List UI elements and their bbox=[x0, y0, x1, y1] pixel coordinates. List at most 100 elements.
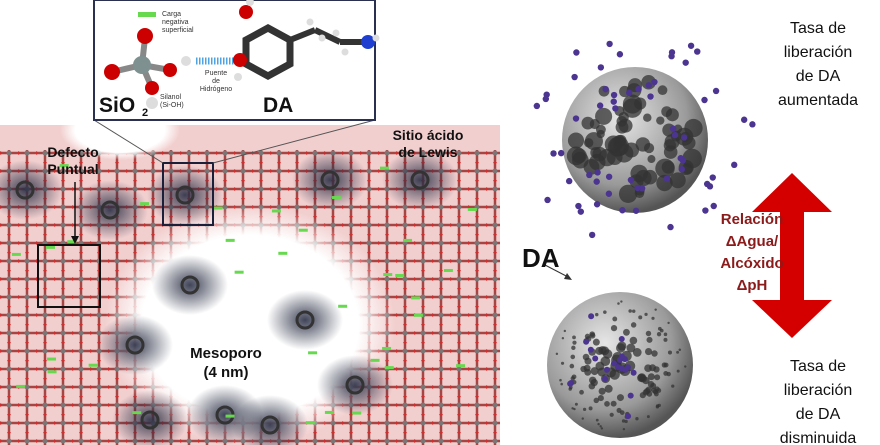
pore bbox=[632, 309, 636, 313]
dopamine-dot bbox=[702, 207, 709, 214]
da-label: DA bbox=[522, 243, 560, 273]
pore bbox=[661, 160, 675, 174]
pore bbox=[628, 309, 632, 313]
negative-charge-marker bbox=[88, 363, 98, 367]
negative-charge-marker bbox=[443, 268, 453, 272]
dopamine-dot bbox=[667, 223, 674, 231]
dopamine-dot bbox=[605, 173, 613, 180]
adsorbed-dopamine bbox=[0, 160, 63, 220]
pore bbox=[635, 417, 639, 421]
zoom-box bbox=[162, 162, 214, 226]
negative-charge-marker bbox=[352, 411, 362, 415]
pore bbox=[651, 350, 658, 357]
pore bbox=[571, 407, 574, 410]
pore bbox=[657, 326, 662, 331]
pore bbox=[618, 184, 638, 203]
dopamine-dot bbox=[647, 93, 654, 100]
pore bbox=[644, 364, 652, 373]
dopamine-dot bbox=[601, 376, 608, 383]
pore bbox=[588, 382, 596, 390]
pore bbox=[630, 164, 648, 183]
release-increased-label: de DA bbox=[796, 68, 841, 85]
pore bbox=[620, 300, 623, 303]
dopamine-dot bbox=[701, 96, 708, 104]
release-decreased-label: disminuida bbox=[780, 430, 857, 445]
pore bbox=[647, 373, 655, 381]
negative-charge-legend-swatch bbox=[138, 12, 156, 17]
negative-charge-marker bbox=[413, 313, 423, 317]
lewis-acid-label: de Lewis bbox=[398, 144, 457, 160]
dopamine-dot bbox=[542, 95, 550, 103]
adsorbed-dopamine bbox=[152, 255, 228, 315]
dopamine-dot bbox=[616, 51, 624, 58]
dopamine-dot bbox=[635, 85, 642, 93]
pore bbox=[584, 357, 592, 365]
dopamine-dot bbox=[565, 177, 573, 185]
release-decreased-label: Tasa de bbox=[790, 358, 846, 375]
pore bbox=[671, 384, 675, 388]
dopamine-dot bbox=[618, 353, 625, 360]
adsorbed-dopamine bbox=[317, 355, 393, 415]
dopamine-dot bbox=[573, 49, 580, 56]
pore bbox=[603, 310, 607, 314]
silanol-label: (Si-OH) bbox=[160, 102, 184, 109]
dopamine-dot bbox=[533, 102, 541, 110]
legend-line: superficial bbox=[162, 27, 194, 34]
pore bbox=[638, 315, 643, 320]
dopamine-dot bbox=[550, 150, 557, 157]
pore bbox=[561, 336, 565, 340]
negative-charge-marker bbox=[47, 357, 57, 361]
pore bbox=[644, 312, 648, 317]
pore bbox=[589, 331, 595, 337]
pore bbox=[676, 350, 680, 354]
pore bbox=[656, 116, 665, 125]
ratio-label: Relación bbox=[721, 211, 784, 228]
negative-charge-marker bbox=[305, 421, 315, 425]
pore bbox=[630, 322, 637, 328]
negative-charge-marker bbox=[379, 166, 389, 170]
dopamine-dot bbox=[602, 85, 609, 93]
pore bbox=[654, 374, 661, 381]
pore bbox=[621, 419, 626, 423]
dopamine-dot bbox=[594, 169, 601, 176]
negative-charge-marker bbox=[338, 304, 348, 308]
dopamine-dot bbox=[619, 207, 626, 214]
pore bbox=[622, 427, 626, 431]
dopamine-dot bbox=[706, 183, 714, 190]
hbond-label: Hidrógeno bbox=[200, 86, 232, 93]
pore bbox=[588, 406, 593, 411]
dopamine-dot bbox=[630, 369, 637, 376]
pore bbox=[596, 129, 605, 139]
dopamine-dot bbox=[677, 155, 684, 162]
dopamine-dot bbox=[671, 131, 679, 139]
pore bbox=[657, 85, 668, 96]
adsorbed-dopamine bbox=[112, 390, 188, 445]
pore bbox=[663, 332, 668, 337]
pore bbox=[584, 368, 592, 376]
negative-charge-marker bbox=[370, 358, 380, 362]
sio2-label: SiO bbox=[99, 94, 135, 117]
dopamine-dot bbox=[740, 116, 748, 123]
pore bbox=[560, 382, 563, 386]
pore bbox=[570, 354, 576, 360]
negative-charge-marker bbox=[59, 164, 69, 168]
dopamine-dot bbox=[572, 115, 580, 122]
dopamine-dot bbox=[627, 176, 635, 184]
negative-charge-marker bbox=[16, 384, 26, 388]
adsorbed-dopamine bbox=[72, 180, 148, 240]
pore bbox=[616, 407, 622, 413]
mesopore-label: Mesoporo bbox=[190, 345, 262, 362]
pore bbox=[615, 120, 629, 134]
pore bbox=[663, 337, 668, 342]
ratio-label: ΔAgua/ bbox=[726, 233, 779, 250]
dopamine-dot bbox=[687, 42, 695, 49]
pore bbox=[673, 124, 683, 133]
pore bbox=[629, 336, 638, 345]
release-increased-label: Tasa de bbox=[790, 20, 846, 37]
pore bbox=[574, 402, 578, 406]
pore bbox=[647, 155, 656, 164]
release-increased-label: aumentada bbox=[778, 92, 858, 109]
pore bbox=[571, 345, 576, 351]
pore bbox=[646, 415, 650, 419]
pore bbox=[609, 412, 614, 417]
